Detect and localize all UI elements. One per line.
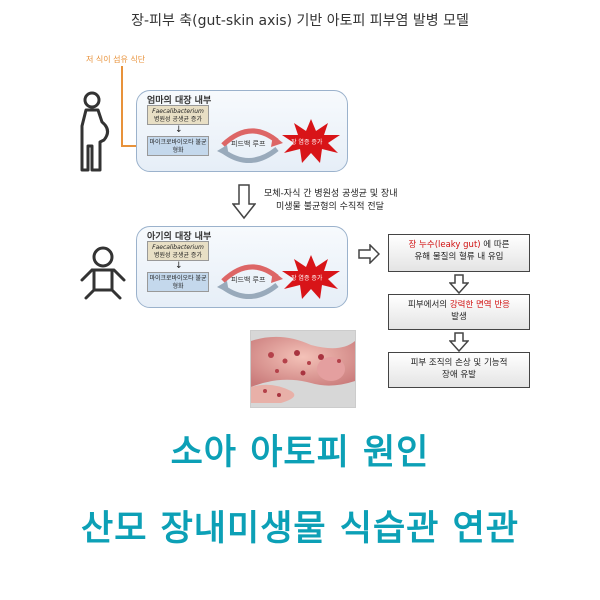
- inflammation-burst-icon: [282, 255, 340, 299]
- diet-connector-line: [121, 66, 136, 147]
- flow-step-1: 장 누수(leaky gut) 에 따른 유해 물질의 혈류 내 유입: [388, 234, 530, 272]
- flow-step-3: 피부 조직의 손상 및 기능적 장애 유발: [388, 352, 530, 388]
- immune-response-highlight: 강력한 면역 반응: [449, 300, 510, 310]
- mother-gut-panel: 엄마의 대장 내부 Faecalibacterium 병원성 공생균 증가 ↓ …: [136, 90, 348, 172]
- hollow-down-arrow-icon: [232, 184, 256, 220]
- bacterium-name: Faecalibacterium: [152, 244, 204, 251]
- mother-dysbiosis-box: 마이크로바이오타 불균형화: [147, 136, 209, 156]
- hollow-right-arrow-icon: [358, 244, 380, 264]
- hollow-down-arrow-icon: [449, 274, 469, 294]
- flow-step-2-pre: 피부에서의: [408, 300, 450, 310]
- headline-1: 소아 아토피 원인: [170, 433, 430, 473]
- eczema-illustration: [251, 331, 355, 407]
- down-arrow-icon: ↓: [175, 125, 183, 135]
- flow-step-1-line-2: 유해 물질의 혈류 내 유입: [414, 252, 504, 262]
- mother-panel-title: 엄마의 대장 내부: [147, 96, 212, 106]
- pregnant-woman-icon: [80, 91, 109, 172]
- flow-step-3-line-1: 피부 조직의 손상 및 기능적: [410, 358, 508, 368]
- diagram-title: 장-피부 축(gut-skin axis) 기반 아토피 피부염 발병 모델: [131, 13, 469, 29]
- baby-dysbiosis-box: 마이크로바이오타 불균형화: [147, 272, 209, 292]
- flow-step-3-line-2: 장애 유발: [442, 370, 476, 380]
- bacterium-desc: 병원성 공생균 증가: [154, 252, 202, 259]
- baby-gut-panel: 아기의 대장 내부 Faecalibacterium 병원성 공생균 증가 ↓ …: [136, 226, 348, 308]
- feedback-label: 피드백 루프: [231, 276, 266, 284]
- down-arrow-icon: ↓: [175, 261, 183, 271]
- baby-panel-title: 아기의 대장 내부: [147, 232, 212, 242]
- baby-bacterium-box: Faecalibacterium 병원성 공생균 증가: [147, 241, 209, 261]
- transfer-text-line-2: 미생물 불균형의 수직적 전달: [276, 202, 384, 212]
- flow-step-1-rest: 에 따른: [480, 240, 510, 250]
- flow-step-2-line-1: 피부에서의 강력한 면역 반응: [389, 299, 529, 311]
- hollow-down-arrow-icon: [449, 332, 469, 352]
- flow-step-2-line-2: 발생: [451, 312, 467, 322]
- diet-label: 저 식이 섬유 식단: [86, 55, 146, 64]
- feedback-label: 피드백 루프: [231, 140, 266, 148]
- headline-2: 산모 장내미생물 식습관 연관: [81, 509, 519, 549]
- mother-bacterium-box: Faecalibacterium 병원성 공생균 증가: [147, 105, 209, 125]
- leaky-gut-highlight: 장 누수(leaky gut): [408, 240, 481, 250]
- flow-step-1-line-1: 장 누수(leaky gut) 에 따른: [389, 239, 529, 251]
- feedback-loop-icon: [217, 264, 283, 299]
- inflammation-label: 장 염증 증가: [291, 139, 323, 146]
- inflammation-burst-icon: [282, 119, 340, 163]
- transfer-text: 모체-자식 간 병원성 공생균 및 장내 미생물 불균형의 수직적 전달: [264, 188, 397, 214]
- bacterium-desc: 병원성 공생균 증가: [154, 116, 202, 123]
- feedback-loop-icon: [217, 128, 283, 163]
- transfer-text-line-1: 모체-자식 간 병원성 공생균 및 장내: [264, 189, 398, 199]
- bacterium-name: Faecalibacterium: [152, 108, 204, 115]
- flow-step-2: 피부에서의 강력한 면역 반응 발생: [388, 294, 530, 330]
- inflammation-label: 장 염증 증가: [291, 275, 323, 282]
- baby-icon: [80, 246, 126, 300]
- atopic-dermatitis-photo: [250, 330, 356, 408]
